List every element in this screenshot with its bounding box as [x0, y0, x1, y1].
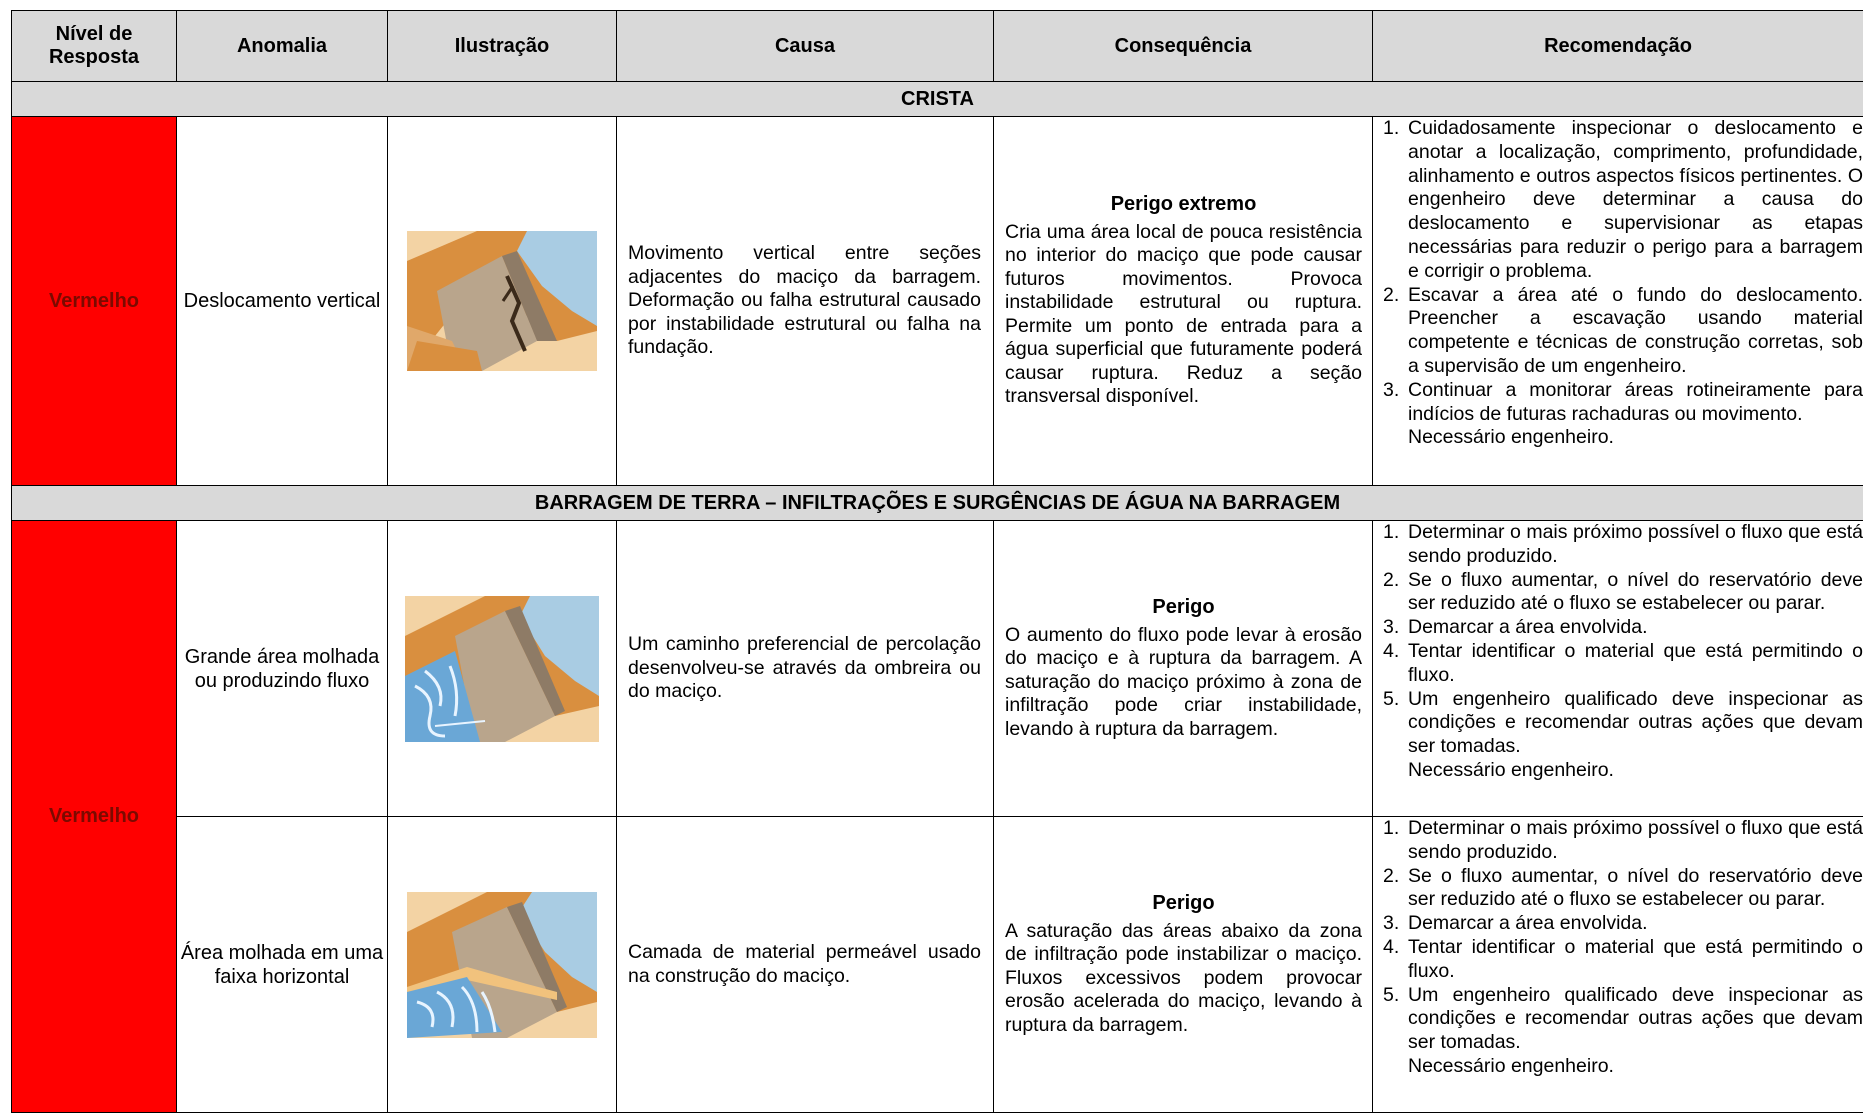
engineer-note: Necessário engenheiro.: [1383, 426, 1863, 450]
list-item: 5.Um engenheiro qualificado deve inspeci…: [1383, 984, 1863, 1055]
anomaly-table: Nível de Resposta Anomalia Ilustração Ca…: [11, 10, 1863, 1113]
response-level-badge: Vermelho: [12, 521, 177, 1113]
consequence-cell: Perigo O aumento do fluxo pode levar à e…: [994, 521, 1373, 817]
list-item: 3.Continuar a monitorar áreas rotineiram…: [1383, 379, 1863, 427]
table-row: Área molhada em uma faixa horizontal Cam…: [12, 817, 1863, 1113]
section-header-row: CRISTA: [12, 82, 1863, 117]
consequence-title: Perigo: [1005, 892, 1362, 916]
header-level: Nível de Resposta: [12, 11, 177, 82]
list-item: 1.Cuidadosamente inspecionar o deslocame…: [1383, 117, 1863, 284]
anomaly-cell: Grande área molhada ou produzindo fluxo: [177, 521, 388, 817]
list-item: 1.Determinar o mais próximo possível o f…: [1383, 817, 1863, 865]
illustration-cell: [388, 117, 617, 486]
dam-seepage-flow-illustration: [405, 596, 599, 742]
consequence-cell: Perigo A saturação das áreas abaixo da z…: [994, 817, 1373, 1113]
header-consequence: Consequência: [994, 11, 1373, 82]
recommendation-list: 1.Cuidadosamente inspecionar o deslocame…: [1383, 117, 1863, 426]
consequence-title: Perigo: [1005, 596, 1362, 620]
recommendation-cell: 1.Cuidadosamente inspecionar o deslocame…: [1373, 117, 1863, 486]
consequence-cell: Perigo extremo Cria uma área local de po…: [994, 117, 1373, 486]
header-cause: Causa: [617, 11, 994, 82]
engineer-note: Necessário engenheiro.: [1383, 759, 1863, 783]
cause-cell: Um caminho preferencial de percolação de…: [617, 521, 994, 817]
response-level-badge: Vermelho: [12, 117, 177, 486]
illustration-cell: [388, 521, 617, 817]
header-row: Nível de Resposta Anomalia Ilustração Ca…: [12, 11, 1863, 82]
list-item: 4.Tentar identificar o material que está…: [1383, 936, 1863, 984]
header-recommendation: Recomendação: [1373, 11, 1863, 82]
cause-cell: Movimento vertical entre seções adjacent…: [617, 117, 994, 486]
list-item: 2.Se o fluxo aumentar, o nível do reserv…: [1383, 865, 1863, 913]
engineer-note: Necessário engenheiro.: [1383, 1055, 1863, 1079]
consequence-text: A saturação das áreas abaixo da zona de …: [1005, 920, 1362, 1036]
consequence-title: Perigo extremo: [1005, 193, 1362, 217]
dam-vertical-displacement-illustration: [407, 231, 597, 371]
dam-horizontal-wet-band-illustration: [407, 892, 597, 1038]
list-item: 3.Demarcar a área envolvida.: [1383, 616, 1863, 640]
list-item: 3.Demarcar a área envolvida.: [1383, 912, 1863, 936]
list-item: 4.Tentar identificar o material que está…: [1383, 640, 1863, 688]
recommendation-list: 1.Determinar o mais próximo possível o f…: [1383, 817, 1863, 1055]
recommendation-list: 1.Determinar o mais próximo possível o f…: [1383, 521, 1863, 759]
section-header-row: BARRAGEM DE TERRA – INFILTRAÇÕES E SURGÊ…: [12, 486, 1863, 521]
list-item: 1.Determinar o mais próximo possível o f…: [1383, 521, 1863, 569]
section-title: BARRAGEM DE TERRA – INFILTRAÇÕES E SURGÊ…: [12, 486, 1863, 521]
cause-cell: Camada de material permeável usado na co…: [617, 817, 994, 1113]
table-row: Vermelho Grande área molhada ou produzin…: [12, 521, 1863, 817]
header-illustration: Ilustração: [388, 11, 617, 82]
section-title: CRISTA: [12, 82, 1863, 117]
header-anomaly: Anomalia: [177, 11, 388, 82]
list-item: 2.Escavar a área até o fundo do deslocam…: [1383, 284, 1863, 379]
recommendation-cell: 1.Determinar o mais próximo possível o f…: [1373, 521, 1863, 817]
recommendation-cell: 1.Determinar o mais próximo possível o f…: [1373, 817, 1863, 1113]
anomaly-cell: Deslocamento vertical: [177, 117, 388, 486]
consequence-text: Cria uma área local de pouca resistência…: [1005, 221, 1362, 408]
consequence-text: O aumento do fluxo pode levar à erosão d…: [1005, 624, 1362, 740]
illustration-cell: [388, 817, 617, 1113]
table-row: Vermelho Deslocamento vertical Movimento…: [12, 117, 1863, 486]
list-item: 5.Um engenheiro qualificado deve inspeci…: [1383, 688, 1863, 759]
anomaly-cell: Área molhada em uma faixa horizontal: [177, 817, 388, 1113]
list-item: 2.Se o fluxo aumentar, o nível do reserv…: [1383, 569, 1863, 617]
